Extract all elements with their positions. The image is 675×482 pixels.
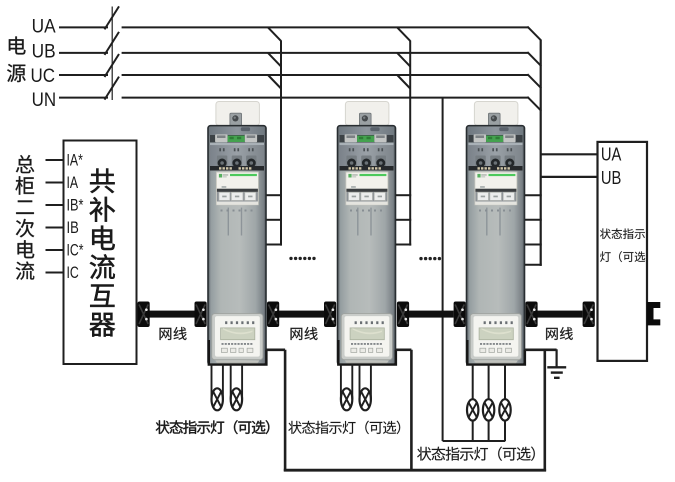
svg-text:UA: UA bbox=[601, 143, 622, 164]
svg-text:UN: UN bbox=[32, 90, 56, 111]
svg-text:IC: IC bbox=[67, 263, 79, 282]
svg-text:UC: UC bbox=[31, 66, 56, 87]
svg-text:IC*: IC* bbox=[67, 241, 84, 260]
svg-text:UA: UA bbox=[32, 16, 56, 37]
svg-text:IB: IB bbox=[67, 218, 79, 237]
svg-text:IB*: IB* bbox=[67, 196, 84, 215]
svg-text:UB: UB bbox=[601, 167, 622, 188]
svg-text:UB: UB bbox=[32, 42, 56, 63]
svg-text:IA*: IA* bbox=[67, 151, 84, 170]
svg-text:IA: IA bbox=[67, 173, 79, 192]
